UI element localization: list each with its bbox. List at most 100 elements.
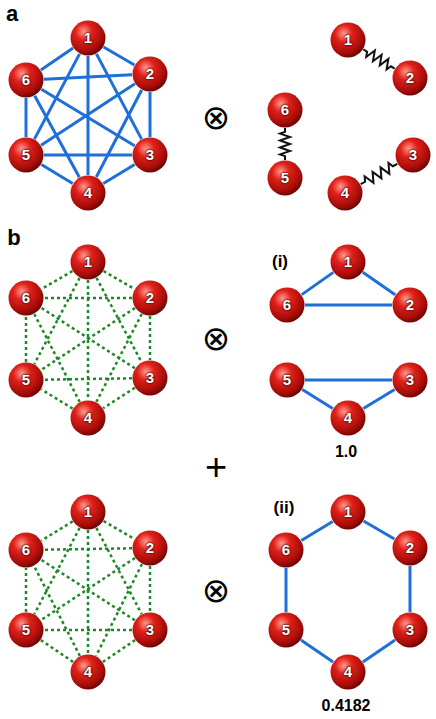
atom-ball: 3 bbox=[132, 360, 168, 396]
ball-fill bbox=[331, 23, 366, 58]
zigzag-bond bbox=[280, 128, 290, 160]
dotted-correlation bbox=[104, 271, 135, 289]
atom-number: 4 bbox=[70, 400, 106, 436]
bond-line bbox=[103, 164, 134, 183]
atom-ball: 2 bbox=[392, 530, 428, 566]
atom-ball: 4 bbox=[330, 400, 366, 436]
ball-fill bbox=[133, 138, 168, 173]
ball-fill bbox=[71, 401, 106, 436]
atom-number: 6 bbox=[268, 532, 304, 568]
bond-line bbox=[409, 566, 412, 612]
bond-line bbox=[149, 92, 152, 137]
atom-ball: 1 bbox=[330, 244, 366, 280]
atom-number: 5 bbox=[8, 362, 44, 398]
panel-label: (i) bbox=[272, 252, 288, 272]
atom-number: 4 bbox=[70, 175, 106, 211]
bond-line bbox=[285, 568, 288, 612]
atom-ball: 1 bbox=[70, 244, 106, 280]
bond-line bbox=[104, 47, 135, 65]
ball-fill bbox=[331, 245, 366, 280]
panel-label: ⊗ bbox=[202, 318, 231, 358]
bond-line bbox=[35, 96, 80, 177]
ball-fill bbox=[393, 531, 428, 566]
dotted-correlation bbox=[44, 548, 132, 549]
atom-ball: 1 bbox=[330, 22, 366, 58]
atom-ball: 2 bbox=[132, 56, 168, 92]
atom-number: 1 bbox=[330, 22, 366, 58]
ball-fill bbox=[9, 138, 44, 173]
ball-fill bbox=[328, 176, 363, 211]
atom-number: 5 bbox=[267, 160, 303, 196]
atom-ball: 2 bbox=[132, 530, 168, 566]
ball-fill bbox=[9, 613, 44, 648]
dotted-correlation bbox=[25, 568, 28, 612]
ball-fill bbox=[270, 288, 305, 323]
dotted-correlation bbox=[25, 316, 28, 362]
atom-number: 2 bbox=[392, 287, 428, 323]
dotted-correlation bbox=[41, 558, 135, 620]
atom-number: 5 bbox=[8, 137, 44, 173]
bond-line bbox=[34, 54, 79, 139]
dotted-correlation bbox=[149, 566, 152, 612]
atom-number: 2 bbox=[132, 530, 168, 566]
atom-ball: 3 bbox=[392, 612, 428, 648]
bond-line bbox=[364, 521, 395, 539]
panel-label: (ii) bbox=[274, 498, 295, 518]
atom-number: 5 bbox=[269, 362, 305, 398]
atom-ball: 5 bbox=[8, 612, 44, 648]
bond-line bbox=[305, 304, 392, 307]
atom-number: 6 bbox=[8, 532, 44, 568]
atom-number: 3 bbox=[392, 612, 428, 648]
atom-number: 6 bbox=[8, 280, 44, 316]
atom-ball: 1 bbox=[70, 20, 106, 56]
atom-ball: 1 bbox=[70, 494, 106, 530]
bond-line bbox=[301, 521, 332, 540]
atom-ball: 4 bbox=[70, 175, 106, 211]
bond-line bbox=[41, 48, 73, 70]
atom-ball: 5 bbox=[8, 137, 44, 173]
dotted-correlation bbox=[41, 640, 73, 662]
ball-fill bbox=[133, 613, 168, 648]
atom-number: 3 bbox=[132, 137, 168, 173]
ball-fill bbox=[133, 281, 168, 316]
dotted-correlation bbox=[103, 388, 135, 408]
ball-fill bbox=[71, 655, 106, 690]
atom-ball: 6 bbox=[268, 532, 304, 568]
dotted-correlation bbox=[41, 560, 135, 620]
atom-ball: 3 bbox=[395, 137, 431, 173]
atom-number: 3 bbox=[395, 137, 431, 173]
atom-ball: 3 bbox=[132, 137, 168, 173]
bond-line bbox=[363, 272, 395, 294]
bond-line bbox=[41, 164, 72, 183]
ball-fill bbox=[9, 281, 44, 316]
panel-label: b bbox=[7, 225, 20, 251]
dotted-correlation bbox=[149, 316, 152, 360]
atom-number: 4 bbox=[327, 175, 363, 211]
panel-label: 0.4182 bbox=[322, 697, 371, 715]
atom-number: 1 bbox=[70, 244, 106, 280]
atom-number: 6 bbox=[269, 287, 305, 323]
atom-number: 1 bbox=[330, 244, 366, 280]
ball-fill bbox=[393, 363, 428, 398]
ball-fill bbox=[331, 655, 366, 690]
zigzag-bond bbox=[363, 49, 394, 69]
atom-ball: 5 bbox=[269, 362, 305, 398]
bond-line bbox=[302, 390, 332, 409]
ball-fill bbox=[393, 61, 428, 96]
ball-fill bbox=[396, 138, 431, 173]
ball-fill bbox=[9, 363, 44, 398]
atom-ball: 5 bbox=[268, 612, 304, 648]
bond-line bbox=[302, 272, 334, 294]
atom-ball: 6 bbox=[8, 280, 44, 316]
ball-fill bbox=[133, 531, 168, 566]
atom-ball: 4 bbox=[70, 400, 106, 436]
atom-ball: 2 bbox=[392, 60, 428, 96]
ball-fill bbox=[269, 613, 304, 648]
atom-number: 3 bbox=[132, 360, 168, 396]
bond-line bbox=[363, 389, 394, 408]
dotted-correlation bbox=[41, 389, 72, 408]
ball-fill bbox=[270, 363, 305, 398]
dotted-correlation bbox=[104, 521, 135, 539]
atom-ball: 2 bbox=[392, 287, 428, 323]
